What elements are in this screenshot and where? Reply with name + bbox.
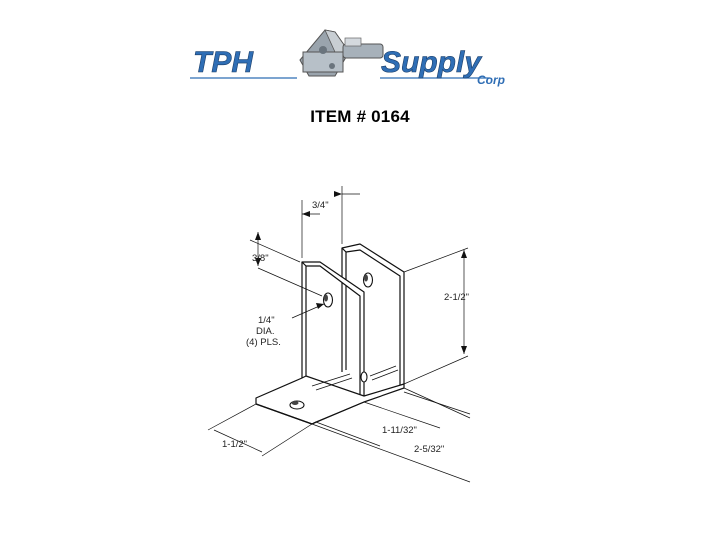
dim-hole-count: (4) PLS. xyxy=(246,337,281,348)
item-number-title: ITEM # 0164 xyxy=(310,107,410,126)
hole-base-back xyxy=(360,371,368,383)
bracket-outline xyxy=(255,243,405,425)
dim-hole-dia: DIA. xyxy=(256,326,274,337)
dim-overall-width: 2-5/32" xyxy=(414,444,444,455)
logo-right-text: Supply xyxy=(381,46,482,79)
dimension-lines xyxy=(207,186,471,483)
logo-sub-text: Corp xyxy=(477,73,505,87)
dim-hole-size: 1/4" xyxy=(258,315,275,326)
dim-spacing: 1-11/32" xyxy=(382,425,417,436)
mounting-holes xyxy=(289,272,374,410)
logo-left-text: TPH xyxy=(193,46,254,79)
hinge-bracket-icon xyxy=(299,29,384,77)
tph-supply-logo: TPH Supply Corp xyxy=(190,29,505,87)
dim-hole-offset: 3/8" xyxy=(252,253,269,264)
dim-height: 2-1/2" xyxy=(444,292,469,303)
dim-base-depth: 1-1/2" xyxy=(222,439,247,450)
dim-top-width: 3/4" xyxy=(312,200,329,211)
dimension-arrows xyxy=(255,191,467,354)
